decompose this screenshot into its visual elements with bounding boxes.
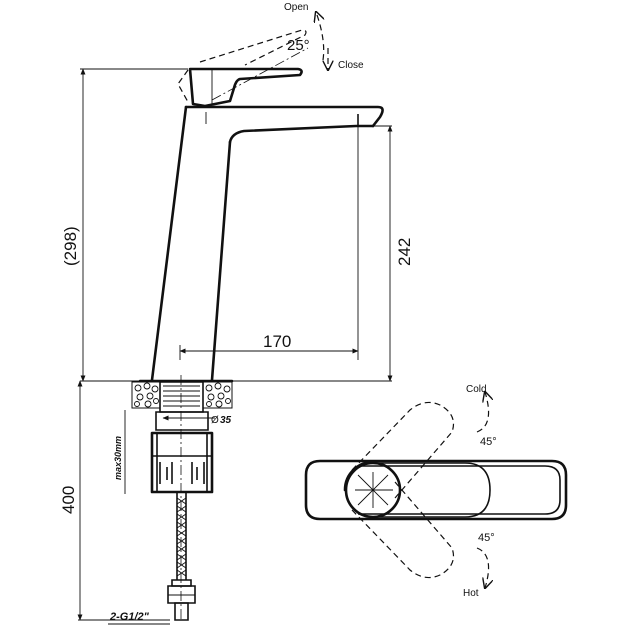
faucet-body-side-view bbox=[138, 105, 384, 383]
top-view: Cold Hot 45° 45° bbox=[304, 384, 568, 599]
dimension-hose-length: 400 bbox=[59, 380, 170, 621]
lever-handle bbox=[177, 29, 309, 124]
countertop-section bbox=[131, 381, 233, 409]
dimension-reach: 170 bbox=[179, 126, 359, 360]
supply-hose bbox=[167, 492, 196, 621]
threaded-shank bbox=[155, 375, 209, 620]
lever-angle-label: 25° bbox=[287, 37, 310, 54]
lever-rotation-indicator: Open Close 25° bbox=[284, 2, 364, 71]
open-label: Open bbox=[284, 2, 308, 13]
bore-number: 35 bbox=[220, 415, 232, 426]
hose-length-value: 400 bbox=[59, 486, 78, 514]
close-label: Close bbox=[338, 60, 364, 71]
bore-dimension: Ø 35 bbox=[162, 415, 232, 426]
dimension-spout-height: 242 bbox=[214, 125, 414, 382]
thread-value: 2-G1/2" bbox=[109, 611, 150, 623]
thread-spec: 2-G1/2" bbox=[108, 611, 170, 625]
max-thickness-value: max30mm bbox=[113, 436, 123, 480]
mounting-nut bbox=[150, 431, 214, 494]
bore-value: Ø bbox=[211, 415, 219, 426]
spout-height-value: 242 bbox=[395, 238, 414, 266]
cold-angle-label: 45° bbox=[480, 436, 497, 448]
dimension-total-height: (298) bbox=[61, 68, 188, 382]
cold-label: Cold bbox=[466, 384, 487, 395]
max-thickness-dimension: max30mm bbox=[113, 410, 126, 494]
reach-value: 170 bbox=[263, 332, 291, 351]
hot-angle-label: 45° bbox=[478, 532, 495, 544]
total-height-value: (298) bbox=[61, 226, 80, 266]
hot-label: Hot bbox=[463, 588, 479, 599]
